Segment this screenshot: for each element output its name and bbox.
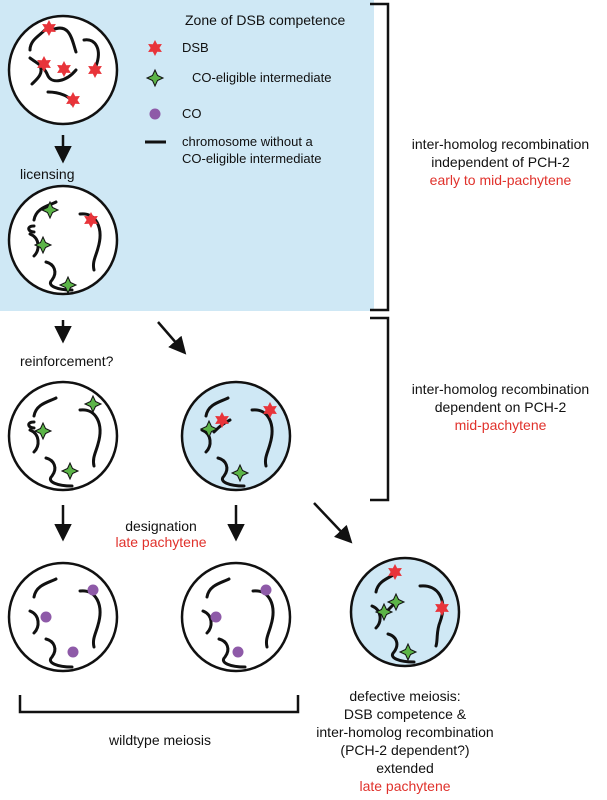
defective-line-3: inter-homolog recombination [316, 724, 494, 740]
cell-pch2-dependent [180, 380, 292, 492]
step-licensing: licensing [20, 166, 75, 182]
legend-dsb-label: DSB [182, 40, 209, 55]
bracket-top [370, 2, 390, 312]
defective-line-4: (PCH-2 dependent?) [340, 742, 470, 758]
legend-title: Zone of DSB competence [185, 12, 346, 28]
legend-chromosome-label-2: CO-eligible intermediate [182, 151, 322, 166]
defective-line-1: defective meiosis: [349, 688, 461, 704]
legend-co-icon [149, 108, 161, 120]
wildtype-label: wildtype meiosis [109, 732, 211, 748]
arrow-to-extended [157, 321, 187, 355]
cell-defective [349, 556, 461, 668]
defective-line-5: extended [376, 760, 434, 776]
bracket-top-label-1: inter-homolog recombination [411, 136, 590, 152]
cell-designated-left [7, 561, 119, 673]
cell-reinforced [7, 380, 119, 492]
cell-dsb-stage [7, 14, 119, 126]
legend-co-eligible-icon [146, 69, 164, 87]
bracket-top-label-2: independent of PCH-2 [431, 154, 570, 170]
bracket-top-stage: early to mid-pachytene [429, 172, 572, 188]
defective-line-2: DSB competence & [343, 706, 467, 722]
bracket-middle-label-2: dependent on PCH-2 [434, 399, 567, 415]
step-reinforcement: reinforcement? [20, 353, 114, 369]
bracket-wildtype [18, 695, 300, 714]
step-designation: designation [125, 518, 197, 534]
legend-co-eligible-label: CO-eligible intermediate [192, 70, 332, 85]
cell-licensed [7, 184, 119, 296]
defective-stage: late pachytene [359, 778, 451, 794]
bracket-middle-stage: mid-pachytene [454, 417, 547, 433]
bracket-middle-label-1: inter-homolog recombination [411, 381, 590, 397]
arrow-defective [313, 502, 353, 544]
legend-co-label: CO [182, 106, 202, 121]
cell-designated-right [180, 561, 292, 673]
legend-chromosome-label-1: chromosome without a [182, 134, 313, 149]
bracket-middle [370, 316, 390, 502]
step-designation-stage: late pachytene [115, 534, 207, 550]
legend-dsb-icon [148, 40, 162, 56]
